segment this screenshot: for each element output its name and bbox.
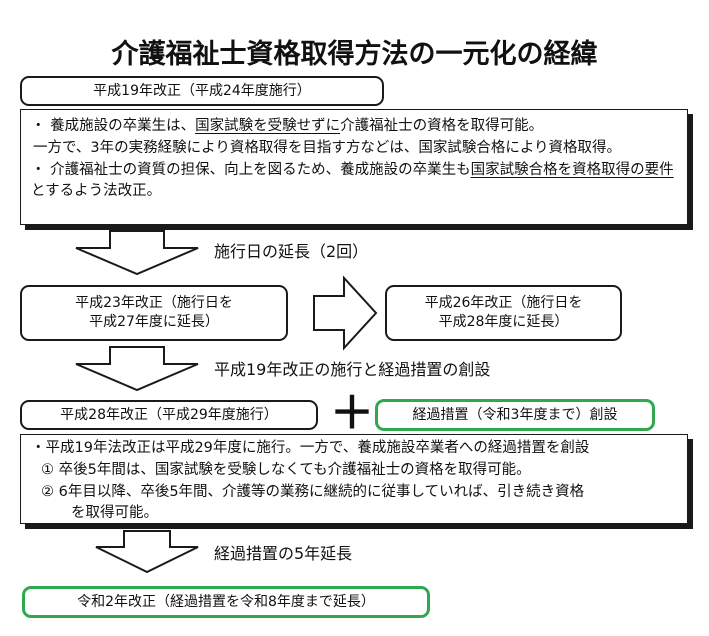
step1-bullet1-underline: 国家試験を受験せずに — [195, 118, 341, 134]
step1-bullet2-post: とするよう法改正。 — [31, 183, 162, 200]
transitional-measure-text: 経過措置（令和3年度まで）創設 — [412, 406, 618, 423]
step1-bullet2-pre: ・ 介護福祉士の資質の担保、向上を図るため、養成施設の卒業生も — [31, 161, 471, 178]
step1-bullet1-pre: ・ 養成施設の卒業生は、 — [31, 118, 196, 134]
transitional-measure-label: 経過措置（令和3年度まで）創設 — [375, 399, 655, 431]
arrow3-caption: 経過措置の5年延長 — [214, 544, 353, 563]
step1-bullet2-underline2: 資格取得の要件 — [572, 161, 674, 178]
step3-line1: ・平成19年法改正は平成29年度に施行。一方で、養成施設卒業者への経過措置を創設 — [31, 440, 590, 456]
down-arrow-1 — [75, 230, 199, 276]
step3-item2-continuation: を取得可能。 — [71, 505, 158, 522]
step1-bullet2-underline1: 国家試験合格を — [470, 161, 573, 178]
step3-item2: ② 6年目以降、卒後5年間、介護等の業務に継続的に従事していれば、引き続き資格 — [41, 483, 585, 500]
step1-bullet1-continuation: 一方で、3年の実務経験により資格取得を目指す方などは、国家試験合格により資格取得… — [33, 139, 622, 156]
step2-left-line1: 平成23年改正（施行日を — [75, 295, 233, 312]
page-title: 介護福祉士資格取得方法の一元化の経緯 — [111, 39, 598, 70]
step2-left-line2: 平成27年度に延長） — [89, 314, 219, 330]
step4-label: 令和2年改正（経過措置を令和8年度まで延長） — [22, 586, 430, 618]
step4-label-text: 令和2年改正（経過措置を令和8年度まで延長） — [77, 593, 375, 610]
step1-bullet2: ・ 介護福祉士の資質の担保、向上を図るため、養成施設の卒業生も国家試験合格を資格… — [31, 160, 677, 204]
step1-bullet1-rest: 介護福祉士の資格を取得可能。 — [340, 118, 544, 134]
step1-description-box: ・ 養成施設の卒業生は、国家試験を受験せずに介護福祉士の資格を取得可能。 一方で… — [20, 109, 688, 225]
arrow1-caption: 施行日の延長（2回） — [214, 242, 369, 261]
step1-bullet1: ・ 養成施設の卒業生は、国家試験を受験せずに介護福祉士の資格を取得可能。 — [31, 116, 677, 138]
down-arrow-2 — [75, 346, 199, 392]
step2-left-box: 平成23年改正（施行日を 平成27年度に延長） — [20, 285, 288, 341]
step1-label: 平成19年改正（平成24年度施行） — [20, 76, 384, 106]
arrow2-caption: 平成19年改正の施行と経過措置の創設 — [214, 360, 491, 379]
step3-description-box: ・平成19年法改正は平成29年度に施行。一方で、養成施設卒業者への経過措置を創設… — [20, 434, 688, 524]
step2-right-box: 平成26年改正（施行日を 平成28年度に延長） — [385, 285, 622, 341]
step3-label-text: 平成28年改正（平成29年度施行） — [60, 406, 278, 423]
right-arrow — [313, 275, 378, 351]
step1-label-text: 平成19年改正（平成24年度施行） — [93, 82, 311, 99]
down-arrow-3 — [95, 530, 199, 574]
plus-sign: ＋ — [330, 388, 374, 439]
step2-right-line1: 平成26年改正（施行日を — [424, 295, 583, 312]
step3-label: 平成28年改正（平成29年度施行） — [20, 400, 318, 430]
step2-right-line2: 平成28年度に延長） — [438, 314, 569, 330]
step3-item1: ① 卒後5年間は、国家試験を受験しなくても介護福祉士の資格を取得可能。 — [41, 461, 531, 478]
